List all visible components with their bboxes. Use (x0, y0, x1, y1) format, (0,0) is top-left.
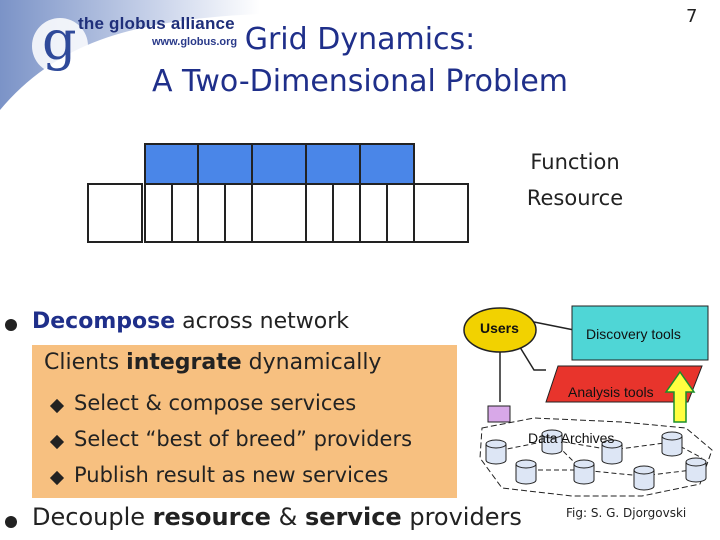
discovery-tools-box (571, 305, 709, 361)
clients-bold: integrate (126, 350, 242, 375)
decouple-pre: Decouple (32, 503, 153, 531)
function-row (144, 143, 415, 185)
figure-credit: Fig: S. G. Djorgovski (566, 506, 687, 520)
logo-url: www.globus.org (152, 36, 238, 48)
function-block (251, 143, 307, 185)
page-number: 7 (686, 6, 698, 27)
resource-block (386, 183, 415, 243)
analysis-tools-shape (545, 365, 703, 403)
users-node (463, 307, 537, 353)
logo-text: the globus alliance (78, 14, 235, 33)
resource-block (305, 183, 334, 243)
decouple-bold-resource: resource (152, 503, 271, 531)
data-archives-label: Data Archives (528, 430, 615, 446)
decouple-post: providers (401, 503, 522, 531)
resource-block (144, 183, 173, 243)
globus-g-logo-icon: g (42, 9, 77, 72)
resource-block (224, 183, 253, 243)
decouple-bold-service: service (304, 503, 402, 531)
sub-item: Select “best of breed” providers (74, 427, 413, 451)
bullet-decompose: Decompose across network (32, 309, 349, 334)
discovery-tools-label: Discovery tools (586, 326, 681, 342)
users-label: Users (480, 320, 519, 336)
sub-item: Publish result as new services (74, 463, 389, 487)
clients-rest: dynamically (241, 350, 382, 375)
logo-background (0, 0, 260, 110)
sub-item: Select & compose services (74, 391, 357, 415)
function-block (305, 143, 361, 185)
bullet-decouple: Decouple resource & service providers (32, 503, 522, 531)
connector-line (533, 321, 575, 331)
decouple-mid: & (270, 503, 305, 531)
function-label: Function (530, 150, 620, 174)
analysis-tools-label: Analysis tools (568, 384, 654, 400)
clients-pre: Clients (44, 350, 127, 375)
resource-block (87, 183, 143, 243)
function-block (197, 143, 253, 185)
resource-block (251, 183, 307, 243)
function-block (359, 143, 415, 185)
resource-row (87, 183, 469, 243)
decompose-bold: Decompose (32, 309, 176, 334)
clients-box (32, 345, 457, 498)
resource-block (171, 183, 199, 243)
resource-block (359, 183, 388, 243)
clients-heading: Clients integrate dynamically (44, 350, 381, 375)
resource-block (332, 183, 361, 243)
upward-arrow-icon (664, 370, 696, 423)
yellow-arrow-left-icon (487, 405, 511, 423)
function-block (144, 143, 199, 185)
bullet-dot-icon (5, 516, 17, 528)
connector-line (517, 343, 546, 371)
resource-block (413, 183, 469, 243)
data-archives-network (479, 417, 713, 497)
grid-figure (463, 305, 713, 497)
slide-title-line1: Grid Dynamics: (244, 22, 476, 57)
resource-label: Resource (526, 186, 624, 210)
bullet-dot-icon (5, 319, 17, 331)
database-cylinder-icon (485, 429, 707, 491)
function-resource-diagram (87, 143, 469, 243)
resource-block (197, 183, 226, 243)
decompose-rest: across network (175, 309, 349, 334)
slide-title-line2: A Two-Dimensional Problem (151, 64, 569, 99)
